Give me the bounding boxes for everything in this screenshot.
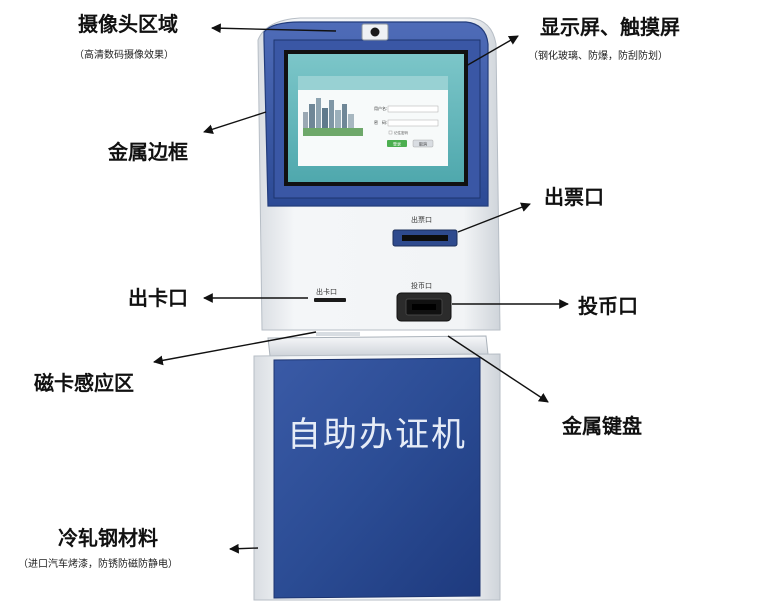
- label-camera: 摄像头区域: [78, 12, 178, 36]
- metal-keyboard-panel: [273, 357, 481, 599]
- label-ticket: 出票口: [544, 185, 604, 209]
- label-mag: 磁卡感应区: [34, 371, 134, 395]
- skyline-image: [303, 98, 363, 136]
- camera-lens-icon: [370, 27, 380, 37]
- label-display: 显示屏、触摸屏: [540, 15, 680, 39]
- panel-title: 自助办证机: [287, 415, 467, 455]
- screen-field1-label: 用户名:: [374, 105, 387, 111]
- arrow-mag: [153, 331, 317, 366]
- card-slot: [314, 298, 346, 302]
- arrow-camera: [211, 23, 337, 34]
- arrow-display: [465, 35, 519, 67]
- magnetic-card-shelf: [267, 335, 489, 357]
- screen-password-input: [387, 119, 439, 127]
- arrow-keyboard: [447, 335, 549, 403]
- label-display-sub: （钢化玻璃、防爆，防刮防划）: [528, 51, 668, 62]
- label-keyboard: 金属键盘: [562, 414, 642, 438]
- screen-login-label: 登录: [393, 141, 401, 147]
- card-slot-caption: 出卡口: [316, 287, 337, 296]
- label-camera-sub: （高清数码摄像效果）: [74, 50, 174, 61]
- screen-cancel-label: 取消: [419, 141, 427, 147]
- screen-cancel-button: [412, 139, 434, 148]
- screen-remember-label: 记住密码: [394, 130, 408, 135]
- label-material: 冷轧钢材料: [58, 526, 158, 550]
- ticket-slot-caption: 出票口: [411, 215, 432, 224]
- arrow-frame: [203, 111, 267, 134]
- label-card: 出卡口: [128, 286, 188, 310]
- arrow-ticket: [457, 202, 531, 233]
- screen-username-input: [387, 105, 439, 113]
- screen-field2-label: 密 码:: [374, 119, 387, 125]
- label-frame: 金属边框: [108, 140, 188, 164]
- annotation-arrows: [153, 23, 569, 554]
- arrow-material: [229, 543, 259, 554]
- screen-login-button: [387, 140, 407, 147]
- label-material-sub: （进口汽车烤漆，防锈防磁防静电）: [18, 559, 178, 570]
- label-coin: 投币口: [578, 294, 638, 318]
- coin-slot-caption: 投币口: [411, 281, 432, 290]
